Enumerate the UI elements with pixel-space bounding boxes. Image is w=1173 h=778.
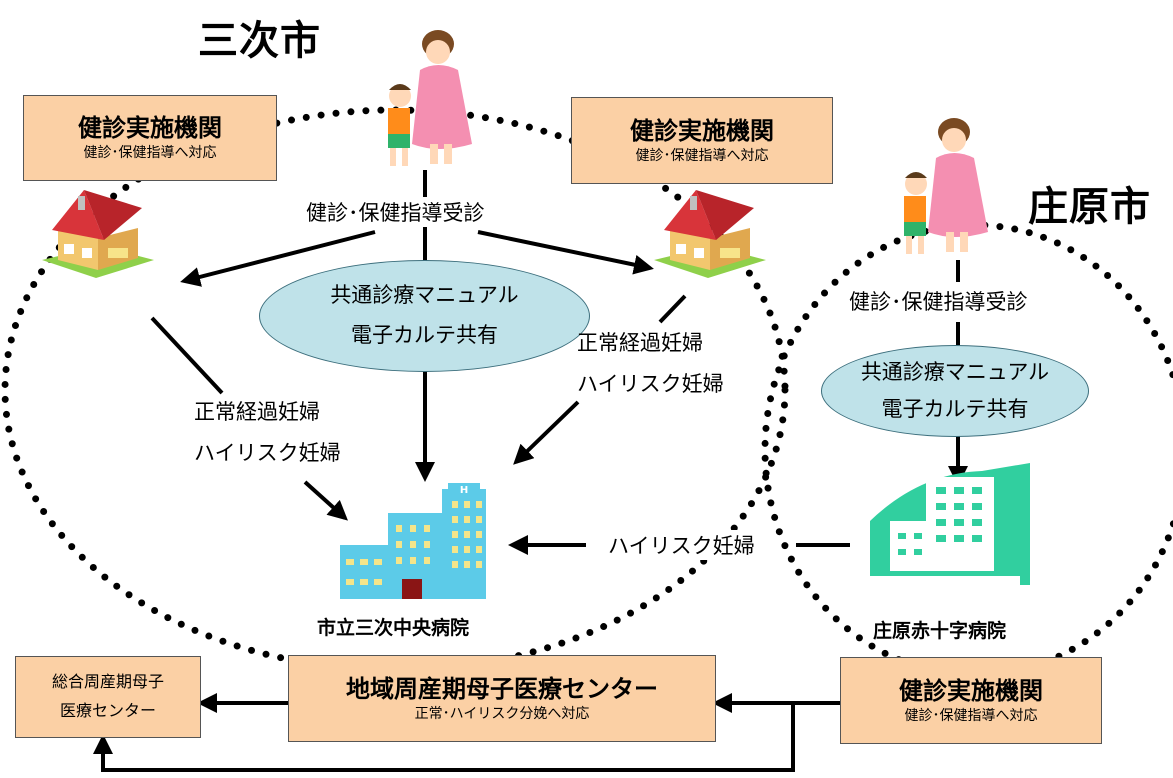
clinic-house-icon [42,190,154,278]
arrow-bottom-loop [93,703,795,772]
normal-pregnant-label: 正常経過妊婦 [577,331,703,355]
right-referral-labels: 正常経過妊婦 ハイリスク妊婦 [577,323,724,405]
checkup-box-subtitle: 健診･保健指導へ対応 [83,145,217,162]
checkup-box-title: 健診実施機関 [899,676,1043,705]
general-center-box: 総合周産期母子 医療センター [15,656,201,738]
city-shobara: 庄原市 [1028,184,1151,230]
shared-manual-ellipse-miyoshi: 共通診療マニュアル 電子カルテ共有 [259,260,590,372]
general-center-line2: 医療センター [59,701,156,720]
svg-text:H: H [460,485,468,496]
line-left-clinic-down [150,316,224,395]
mother-child-icon [388,30,472,166]
line-right-clinic-down [658,294,687,324]
clinic-house-icon [654,190,766,278]
checkup-box-title: 健診実施機関 [78,114,222,142]
high-risk-transfer-label: ハイリスク妊婦 [604,530,759,560]
checkup-box-title: 健診実施機関 [630,116,774,145]
hospital-building-icon: H [340,483,486,599]
shared-manual-text: 共通診療マニュアル [860,360,1050,385]
checkup-box-left: 健診実施機関 健診･保健指導へ対応 [23,95,277,181]
arrow-right-clinic-to-hospital [513,400,580,465]
red-cross-hospital-icon [870,463,1030,585]
checkup-box-subtitle: 健診･保健指導へ対応 [635,147,769,164]
mother-child-icon [904,118,988,254]
arrow-left-clinic-to-hospital [303,480,348,521]
high-risk-pregnant-label: ハイリスク妊婦 [194,440,341,465]
checkup-box-right: 健診実施機関 健診･保健指導へ対応 [571,97,833,184]
checkup-visit-label: 健診･保健指導受診 [302,197,489,227]
high-risk-pregnant-label: ハイリスク妊婦 [577,371,724,396]
arrow-mother-to-left-clinic [180,230,376,287]
arrow-mother-to-right-clinic [477,230,654,275]
shared-records-text: 電子カルテ共有 [351,323,498,347]
general-center-line1: 総合周産期母子 [51,672,164,692]
checkup-box-subtitle: 健診･保健指導へ対応 [904,707,1038,724]
shobara-hospital-name: 庄原赤十字病院 [873,620,1007,642]
shared-records-text: 電子カルテ共有 [881,397,1029,421]
normal-pregnant-label: 正常経過妊婦 [194,400,320,424]
left-referral-labels: 正常経過妊婦 ハイリスク妊婦 [194,392,341,474]
shared-manual-text: 共通診療マニュアル [330,283,519,308]
regional-center-subtitle: 正常･ハイリスク分娩へ対応 [414,705,590,722]
checkup-box-shobara: 健診実施機関 健診･保健指導へ対応 [840,657,1102,744]
regional-center-box: 地域周産期母子医療センター 正常･ハイリスク分娩へ対応 [288,655,716,742]
shared-manual-ellipse-shobara: 共通診療マニュアル 電子カルテ共有 [821,345,1089,437]
regional-center-title: 地域周産期母子医療センター [346,674,658,703]
city-miyoshi: 三次市 [198,18,321,64]
miyoshi-hospital-name: 市立三次中央病院 [317,617,470,639]
checkup-visit-label-shobara: 健診･保健指導受診 [845,286,1032,316]
